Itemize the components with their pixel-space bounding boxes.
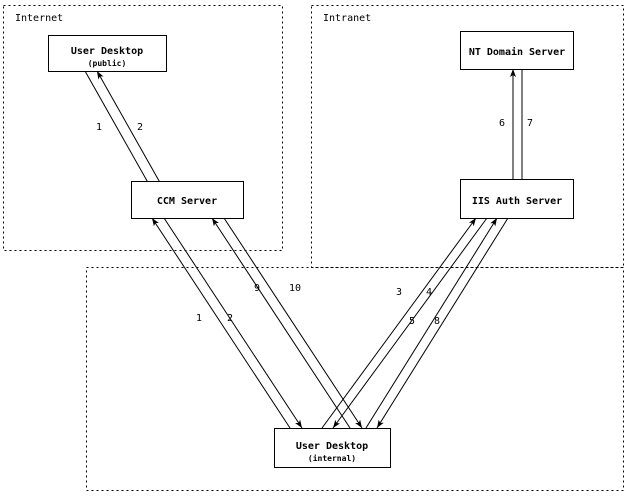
node-iis-auth-server[interactable]: IIS Auth Server bbox=[460, 179, 574, 219]
node-iis-auth-server-title: IIS Auth Server bbox=[472, 196, 562, 207]
zone-label-intranet: Intranet bbox=[323, 13, 371, 24]
step-label-6: 6 bbox=[499, 118, 505, 129]
node-user-desktop-public-title: User Desktop bbox=[71, 46, 143, 57]
step-label-2-internal: 2 bbox=[227, 313, 233, 324]
conn-1-internal-line bbox=[151, 217, 291, 429]
conn-9-line bbox=[211, 217, 351, 429]
node-user-desktop-public[interactable]: User Desktop (public) bbox=[48, 35, 167, 72]
node-nt-domain-server-title: NT Domain Server bbox=[469, 46, 565, 58]
step-label-1-internal: 1 bbox=[196, 313, 202, 324]
conn-5-line bbox=[365, 217, 498, 429]
node-nt-domain-server[interactable]: NT Domain Server bbox=[460, 31, 574, 70]
step-label-7: 7 bbox=[527, 118, 533, 129]
node-user-desktop-public-box[interactable] bbox=[48, 35, 167, 72]
node-user-desktop-internal-box[interactable] bbox=[274, 428, 391, 468]
node-ccm-server[interactable]: CCM Server bbox=[131, 181, 244, 219]
node-ccm-server-title: CCM Server bbox=[157, 196, 217, 207]
node-user-desktop-internal-title: User Desktop bbox=[296, 441, 368, 452]
step-label-1-public: 1 bbox=[96, 122, 102, 133]
node-user-desktop-internal[interactable]: User Desktop (internal) bbox=[274, 428, 391, 468]
conn-8-line bbox=[376, 217, 509, 429]
node-iis-auth-server-box[interactable] bbox=[460, 179, 574, 219]
step-label-3: 3 bbox=[396, 287, 402, 298]
conn-4-line bbox=[332, 217, 488, 429]
zone-label-internet: Internet bbox=[15, 13, 63, 24]
zone-internet-boundary bbox=[3, 5, 283, 251]
step-label-4: 4 bbox=[426, 287, 432, 298]
node-nt-domain-server-box[interactable] bbox=[460, 31, 574, 70]
step-labels: 1 2 6 7 9 10 1 2 3 4 5 8 bbox=[96, 118, 533, 327]
step-label-9: 9 bbox=[254, 283, 260, 294]
node-user-desktop-internal-subtitle: (internal) bbox=[308, 453, 356, 463]
node-ccm-server-box[interactable] bbox=[131, 181, 244, 219]
step-label-2-public: 2 bbox=[137, 122, 143, 133]
conn-3-line bbox=[321, 217, 477, 429]
conn-10-line bbox=[223, 217, 363, 429]
zone-boundaries bbox=[3, 5, 624, 491]
conn-2-internal-line bbox=[163, 217, 303, 429]
step-label-10: 10 bbox=[289, 283, 301, 294]
node-user-desktop-public-subtitle: (public) bbox=[88, 58, 127, 68]
step-label-8: 8 bbox=[434, 316, 440, 327]
step-label-5: 5 bbox=[409, 316, 415, 327]
connection-lines bbox=[84, 69, 525, 429]
